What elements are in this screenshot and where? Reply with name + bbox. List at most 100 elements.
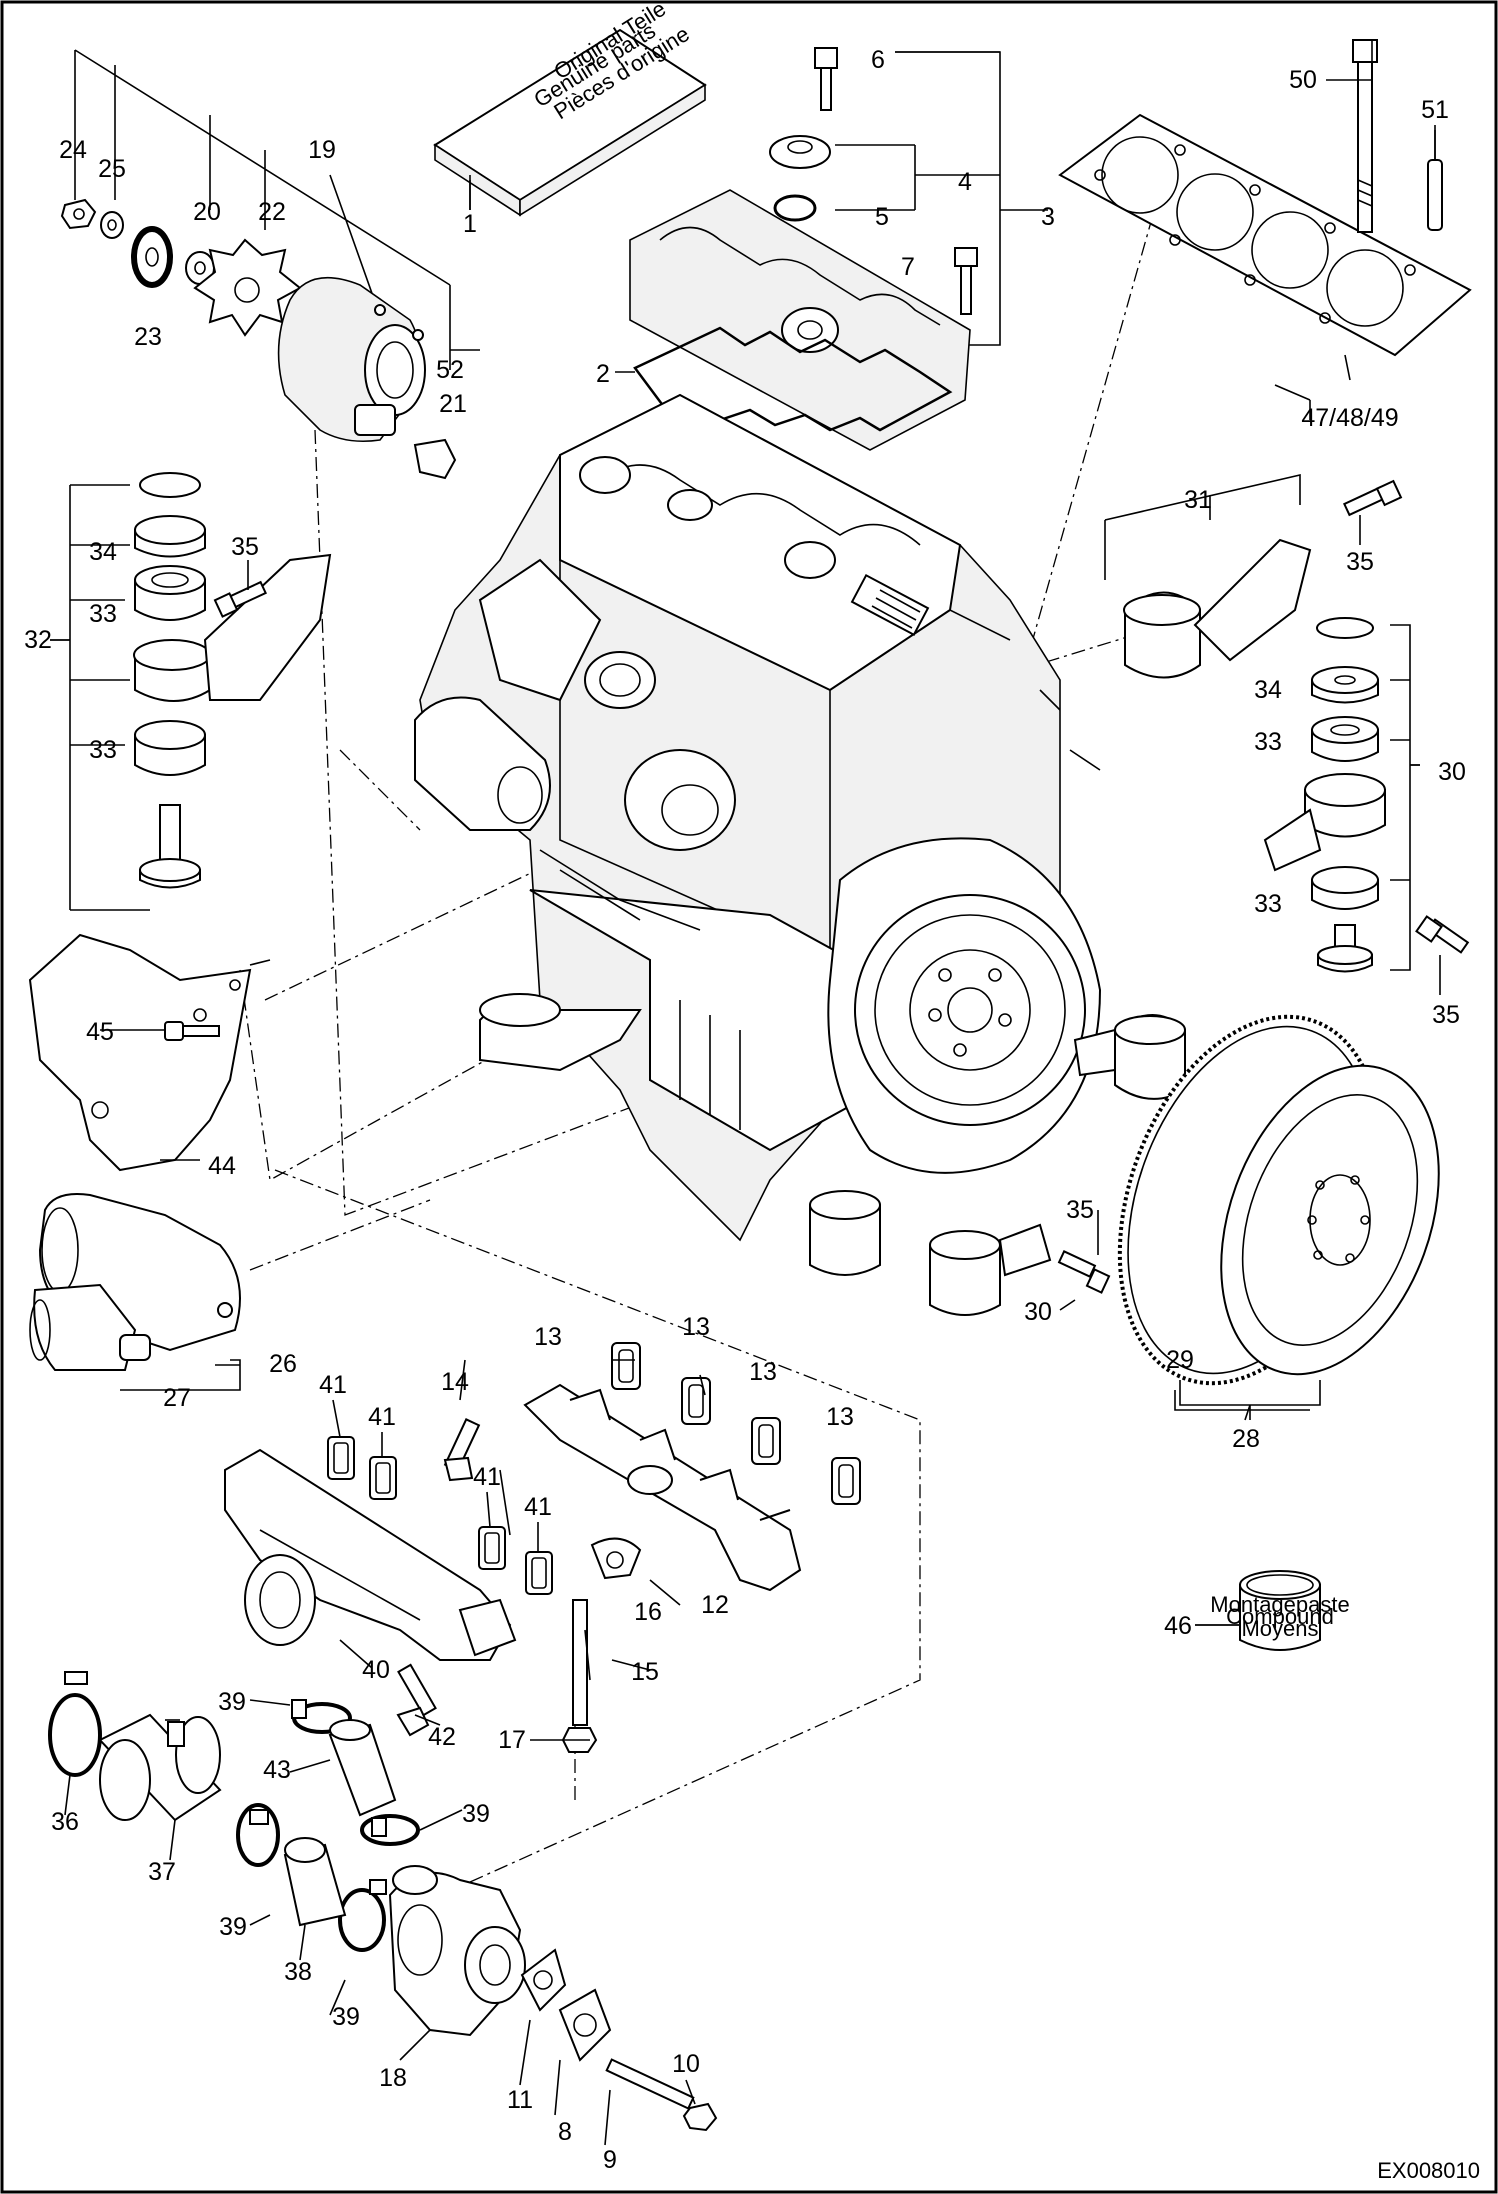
flywheel-assembly <box>1117 1014 1440 1420</box>
head-gasket <box>1058 113 1472 381</box>
callout-4: 4 <box>958 168 972 196</box>
callout-18: 18 <box>379 2064 407 2092</box>
alternator-group <box>60 49 480 480</box>
engine-block <box>414 393 1102 1242</box>
svg-text:Montagepaste: Montagepaste <box>1210 1592 1349 1617</box>
exhaust-manifold <box>443 1342 861 1753</box>
exhaust-stud-long <box>572 1599 588 1726</box>
callout-10: 10 <box>672 2050 700 2078</box>
cover-bolt-2 <box>954 247 978 315</box>
tin-text-3: Moyens <box>1241 1616 1318 1641</box>
engine-mount-lower-mid <box>929 1223 1111 1316</box>
parts-booklet: Original Teile Genuine parts Pièces d'or… <box>433 0 707 217</box>
callout-35b: 35 <box>1346 548 1374 576</box>
callout-32: 32 <box>24 626 52 654</box>
starter-motor <box>29 1193 241 1391</box>
alternator-washer <box>100 211 124 239</box>
callout-13d: 13 <box>826 1403 854 1431</box>
hose-clamp <box>338 1879 387 1952</box>
callout-39b: 39 <box>462 1800 490 1828</box>
callout-41c: 41 <box>473 1463 501 1491</box>
callout-40: 40 <box>362 1656 390 1684</box>
hose-clamp <box>48 1671 102 1777</box>
exhaust-gasket <box>611 1342 641 1390</box>
callout-42: 42 <box>428 1723 456 1751</box>
callout-7: 7 <box>901 253 915 281</box>
alternator-terminal-cover <box>413 438 457 480</box>
cover-bolt <box>814 47 838 111</box>
engine-mount-front-left <box>479 993 642 1072</box>
callout-16: 16 <box>634 1598 662 1626</box>
callout-39c: 39 <box>219 1913 247 1941</box>
cover-oring <box>773 194 817 222</box>
head-bolt <box>1352 39 1378 233</box>
callout-35a: 35 <box>231 533 259 561</box>
valve-cover-group <box>615 47 1048 451</box>
callout-33b: 33 <box>89 736 117 764</box>
callout-9: 9 <box>603 2146 617 2174</box>
hose-clamp <box>236 1803 280 1867</box>
callout-30a: 30 <box>1024 1298 1052 1326</box>
callout-12: 12 <box>701 1591 729 1619</box>
alternator-nut <box>60 198 97 230</box>
intake-manifold <box>224 1436 553 1737</box>
intake-gasket <box>369 1456 397 1500</box>
callout-46: 46 <box>1164 1612 1192 1640</box>
callout-5: 5 <box>875 203 889 231</box>
callout-14: 14 <box>441 1368 469 1396</box>
left-mount-stack <box>50 472 332 911</box>
right-mount-bolt-2 <box>1415 915 1470 954</box>
alternator <box>277 277 426 443</box>
mount-bolt <box>1057 1250 1111 1294</box>
callout-6: 6 <box>871 46 885 74</box>
callout-37: 37 <box>148 1858 176 1886</box>
callout-52: 52 <box>436 356 464 384</box>
turbo-stud <box>605 2058 695 2110</box>
alternator-pulley <box>131 226 173 288</box>
short-hose <box>283 1837 347 1927</box>
connecting-hose <box>328 1719 397 1817</box>
callout-41b: 41 <box>368 1403 396 1431</box>
intake-gasket <box>525 1551 553 1595</box>
tin-text-1: Montagepaste <box>1210 1592 1349 1617</box>
turbo-gasket <box>520 1948 567 2012</box>
callout-leaders <box>64 40 1441 2146</box>
callout-25: 25 <box>98 155 126 183</box>
exhaust-gasket <box>831 1457 861 1505</box>
exhaust-gasket <box>751 1417 781 1465</box>
callout-45: 45 <box>86 1018 114 1046</box>
cover-seal-cap <box>769 135 831 169</box>
intake-gasket <box>327 1436 355 1480</box>
callout-23: 23 <box>134 323 162 351</box>
callout-47-48-49: 47/48/49 <box>1301 404 1398 432</box>
callout-35c: 35 <box>1432 1001 1460 1029</box>
engine-mount-rear-right <box>1073 1014 1186 1100</box>
callout-8: 8 <box>558 2118 572 2146</box>
callout-28: 28 <box>1232 1425 1260 1453</box>
callout-34a: 34 <box>89 538 117 566</box>
callout-3: 3 <box>1041 203 1055 231</box>
callout-39a: 39 <box>218 1688 246 1716</box>
callout-30b: 30 <box>1438 758 1466 786</box>
right-mount-stack <box>1104 473 1470 973</box>
intake-stud <box>396 1663 437 1737</box>
hose-clamp <box>360 1814 420 1846</box>
callout-38: 38 <box>284 1958 312 1986</box>
callout-31: 31 <box>1184 486 1212 514</box>
exhaust-gasket <box>681 1377 711 1425</box>
exhaust-stud <box>443 1418 481 1482</box>
left-mount-bolt <box>213 580 267 618</box>
callout-44: 44 <box>208 1152 236 1180</box>
callout-labels: 1 2 3 4 5 6 7 8 9 10 11 12 13 13 13 13 1… <box>24 46 1466 2174</box>
callout-21: 21 <box>439 390 467 418</box>
svg-text:Moyens: Moyens <box>1241 1616 1318 1641</box>
callout-33a: 33 <box>89 600 117 628</box>
callout-19: 19 <box>308 136 336 164</box>
turbo-flange <box>558 1988 612 2062</box>
callout-51: 51 <box>1421 96 1449 124</box>
callout-41d: 41 <box>524 1493 552 1521</box>
intake-hose <box>98 1713 222 1822</box>
callout-33d: 33 <box>1254 890 1282 918</box>
callout-26: 26 <box>269 1350 297 1378</box>
